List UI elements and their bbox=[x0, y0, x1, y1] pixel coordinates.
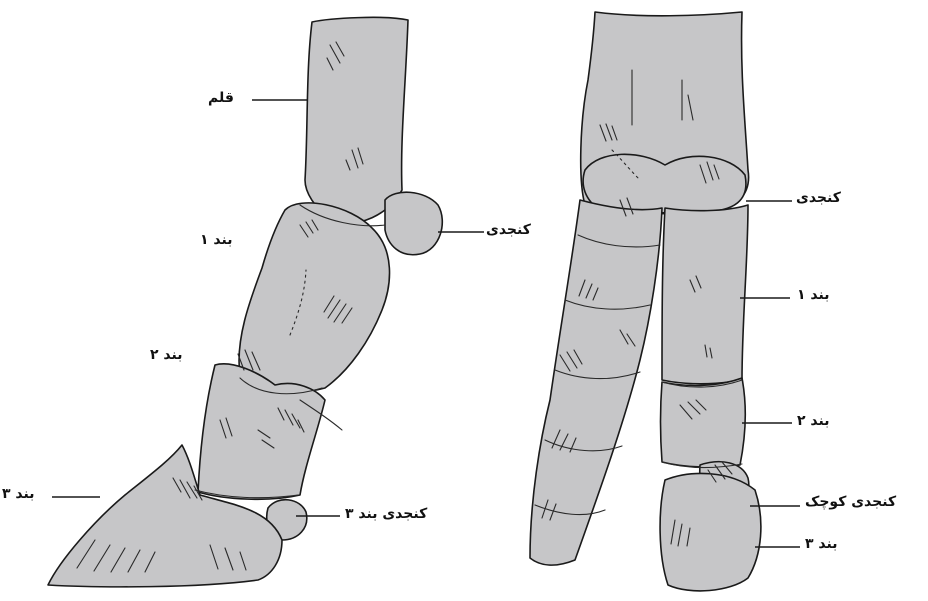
label-qalam: قلم bbox=[208, 90, 234, 106]
right-leg bbox=[530, 12, 761, 591]
label-band2-right: بند ۲ bbox=[797, 413, 829, 429]
label-band2-left: بند ۲ bbox=[150, 347, 182, 363]
label-band3-left: بند ۳ bbox=[2, 486, 34, 502]
label-konjedi-left: کنجدی bbox=[486, 222, 531, 238]
right-phalanx-2 bbox=[661, 378, 746, 467]
left-cannon-bone bbox=[305, 17, 408, 223]
left-phalanx-1 bbox=[239, 203, 390, 392]
left-sesamoid bbox=[385, 192, 442, 255]
label-konjedi-kuchak: کنجدی کوچک bbox=[805, 494, 896, 510]
label-band1-left: بند ۱ bbox=[200, 232, 232, 248]
label-konjedi-right: کنجدی bbox=[796, 190, 841, 206]
left-leg bbox=[48, 17, 442, 586]
right-phalanx-1 bbox=[662, 205, 748, 384]
label-konjedi-band3: کنجدی بند ۳ bbox=[345, 506, 427, 522]
right-phalanx-3 bbox=[660, 473, 761, 590]
label-band1-right: بند ۱ bbox=[797, 287, 829, 303]
label-band3-right: بند ۳ bbox=[805, 536, 837, 552]
